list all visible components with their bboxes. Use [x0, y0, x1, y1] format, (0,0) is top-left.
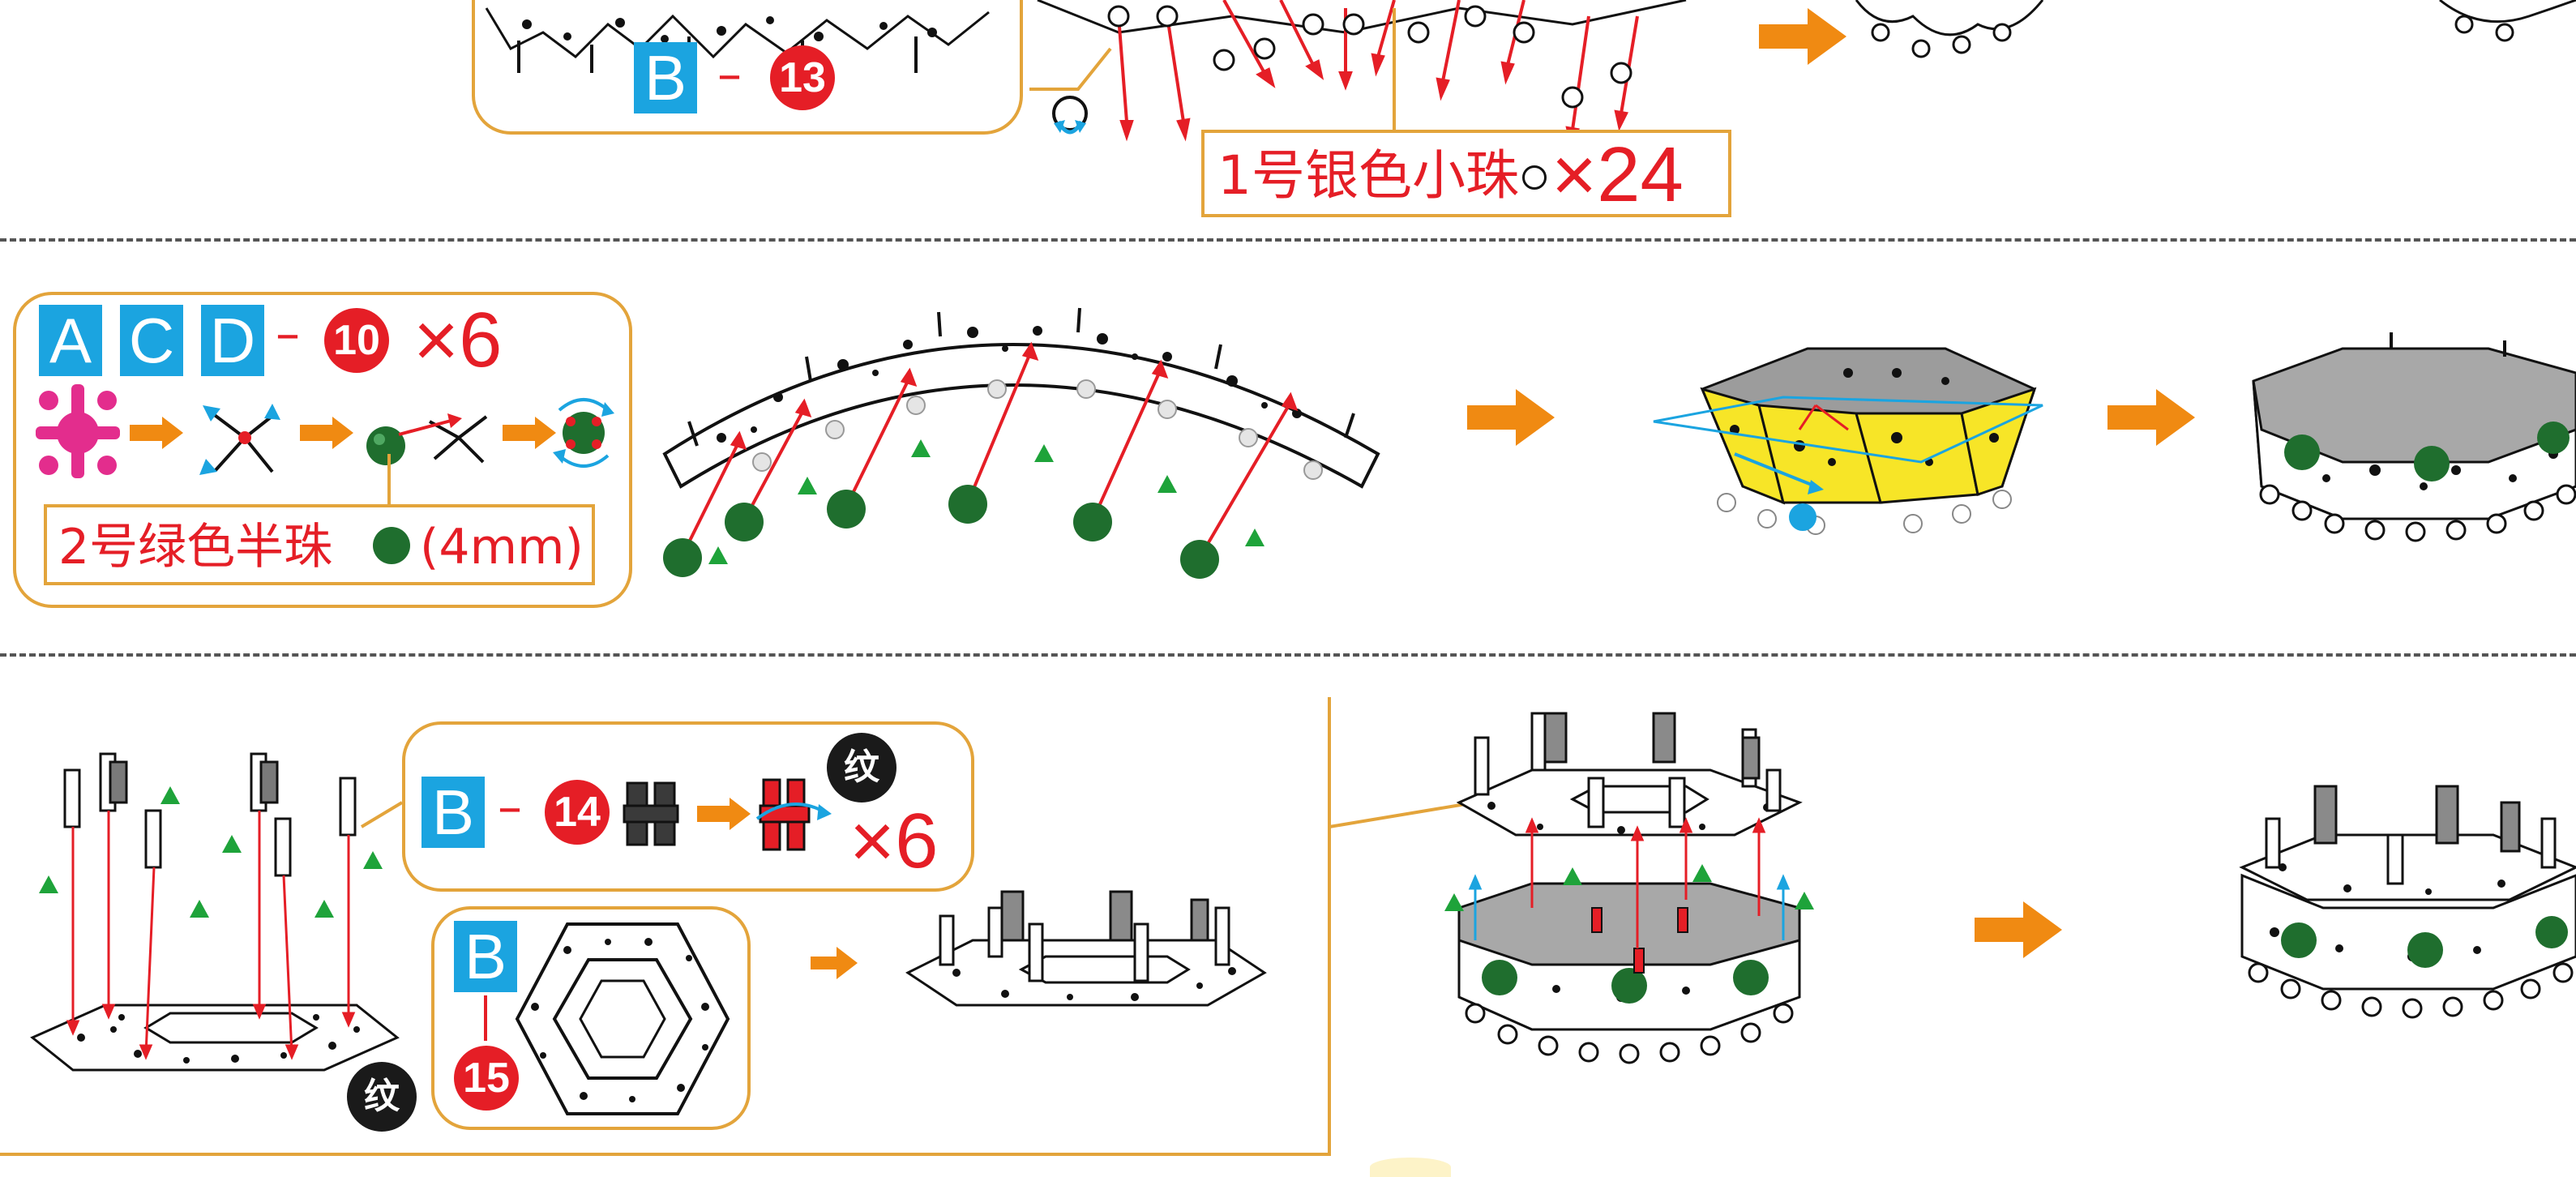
b14-callout-pointer [360, 801, 404, 828]
bead-rotate-icon [1052, 96, 1088, 135]
top-callout-box [472, 0, 1023, 135]
b14-callout-box [402, 721, 974, 892]
silver-bead-label-box: 1号银色小珠 ×24 [1201, 130, 1731, 217]
top-part-letter: B [634, 42, 697, 113]
posts-onto-base-diagram [30, 752, 400, 1072]
texture-mark-base: 纹 [347, 1062, 417, 1132]
section-divider-2 [0, 653, 2576, 657]
top-dash: – [717, 46, 742, 103]
b14-connector-sequence [623, 778, 832, 851]
b14-texture-mark: 纹 [827, 733, 896, 802]
b14-count: ×6 [849, 798, 939, 884]
green-bead-leader-line [387, 454, 391, 511]
part-letter-c: C [120, 305, 183, 376]
top-left-panel-sketch [485, 7, 990, 73]
b15-step-arrow [811, 947, 858, 979]
green-bead-icon [373, 527, 410, 564]
silver-bead-label: 1号银色小珠 [1217, 144, 1519, 207]
top-result-sketch [1855, 0, 2044, 58]
b15-part-number: 15 [454, 1046, 519, 1111]
green-bead-label-box: 2号绿色半珠 (4mm) [44, 504, 595, 585]
bottom-step-arrow [1975, 901, 2062, 958]
b14-dash: – [498, 779, 522, 836]
b15-hex-panel [515, 922, 730, 1115]
section-divider-1 [0, 238, 2576, 242]
bead-icon-connector [1029, 47, 1112, 91]
middle-dash: – [276, 306, 300, 362]
part-letter-a: A [39, 305, 102, 376]
silver-bead-count: ×24 [1551, 131, 1684, 218]
posts-on-base-result [905, 890, 1267, 1007]
bead-assembly-sequence [36, 384, 614, 478]
b14-part-letter: B [421, 777, 485, 848]
finished-ring-middle [2252, 332, 2576, 542]
silver-bead-leader-line [1393, 8, 1396, 130]
middle-count: ×6 [413, 297, 503, 383]
top-part-number: 13 [770, 45, 835, 110]
ring-stacking-diagram [1444, 712, 1814, 1064]
b14-part-number: 14 [545, 780, 610, 845]
arch-panel-diagram [662, 307, 1380, 579]
part-letter-d: D [201, 305, 264, 376]
b15-connector-line [484, 995, 487, 1041]
finished-ring-bottom [2239, 785, 2576, 1019]
middle-part-number: 10 [324, 308, 389, 373]
top-step-arrow [1759, 8, 1846, 65]
top-right-result-sketch [2439, 0, 2576, 42]
decorative-highlight [1370, 1158, 1451, 1177]
b15-part-letter: B [454, 921, 517, 992]
folding-ring-diagram [1653, 347, 2043, 535]
middle-step-arrow-2 [2107, 389, 2195, 446]
middle-step-arrow-1 [1467, 389, 1555, 446]
silver-bead-icon [1522, 165, 1547, 190]
bottom-frame-line [0, 697, 1476, 1156]
green-bead-label: 2号绿色半珠 [58, 519, 333, 576]
green-bead-size: (4mm) [420, 519, 584, 576]
